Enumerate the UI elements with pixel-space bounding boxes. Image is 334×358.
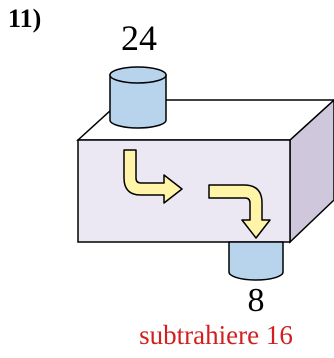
rule-text: subtrahiere 16 — [106, 322, 326, 349]
input-cylinder — [110, 67, 166, 128]
output-value: 8 — [226, 284, 286, 318]
output-cylinder — [229, 242, 283, 280]
